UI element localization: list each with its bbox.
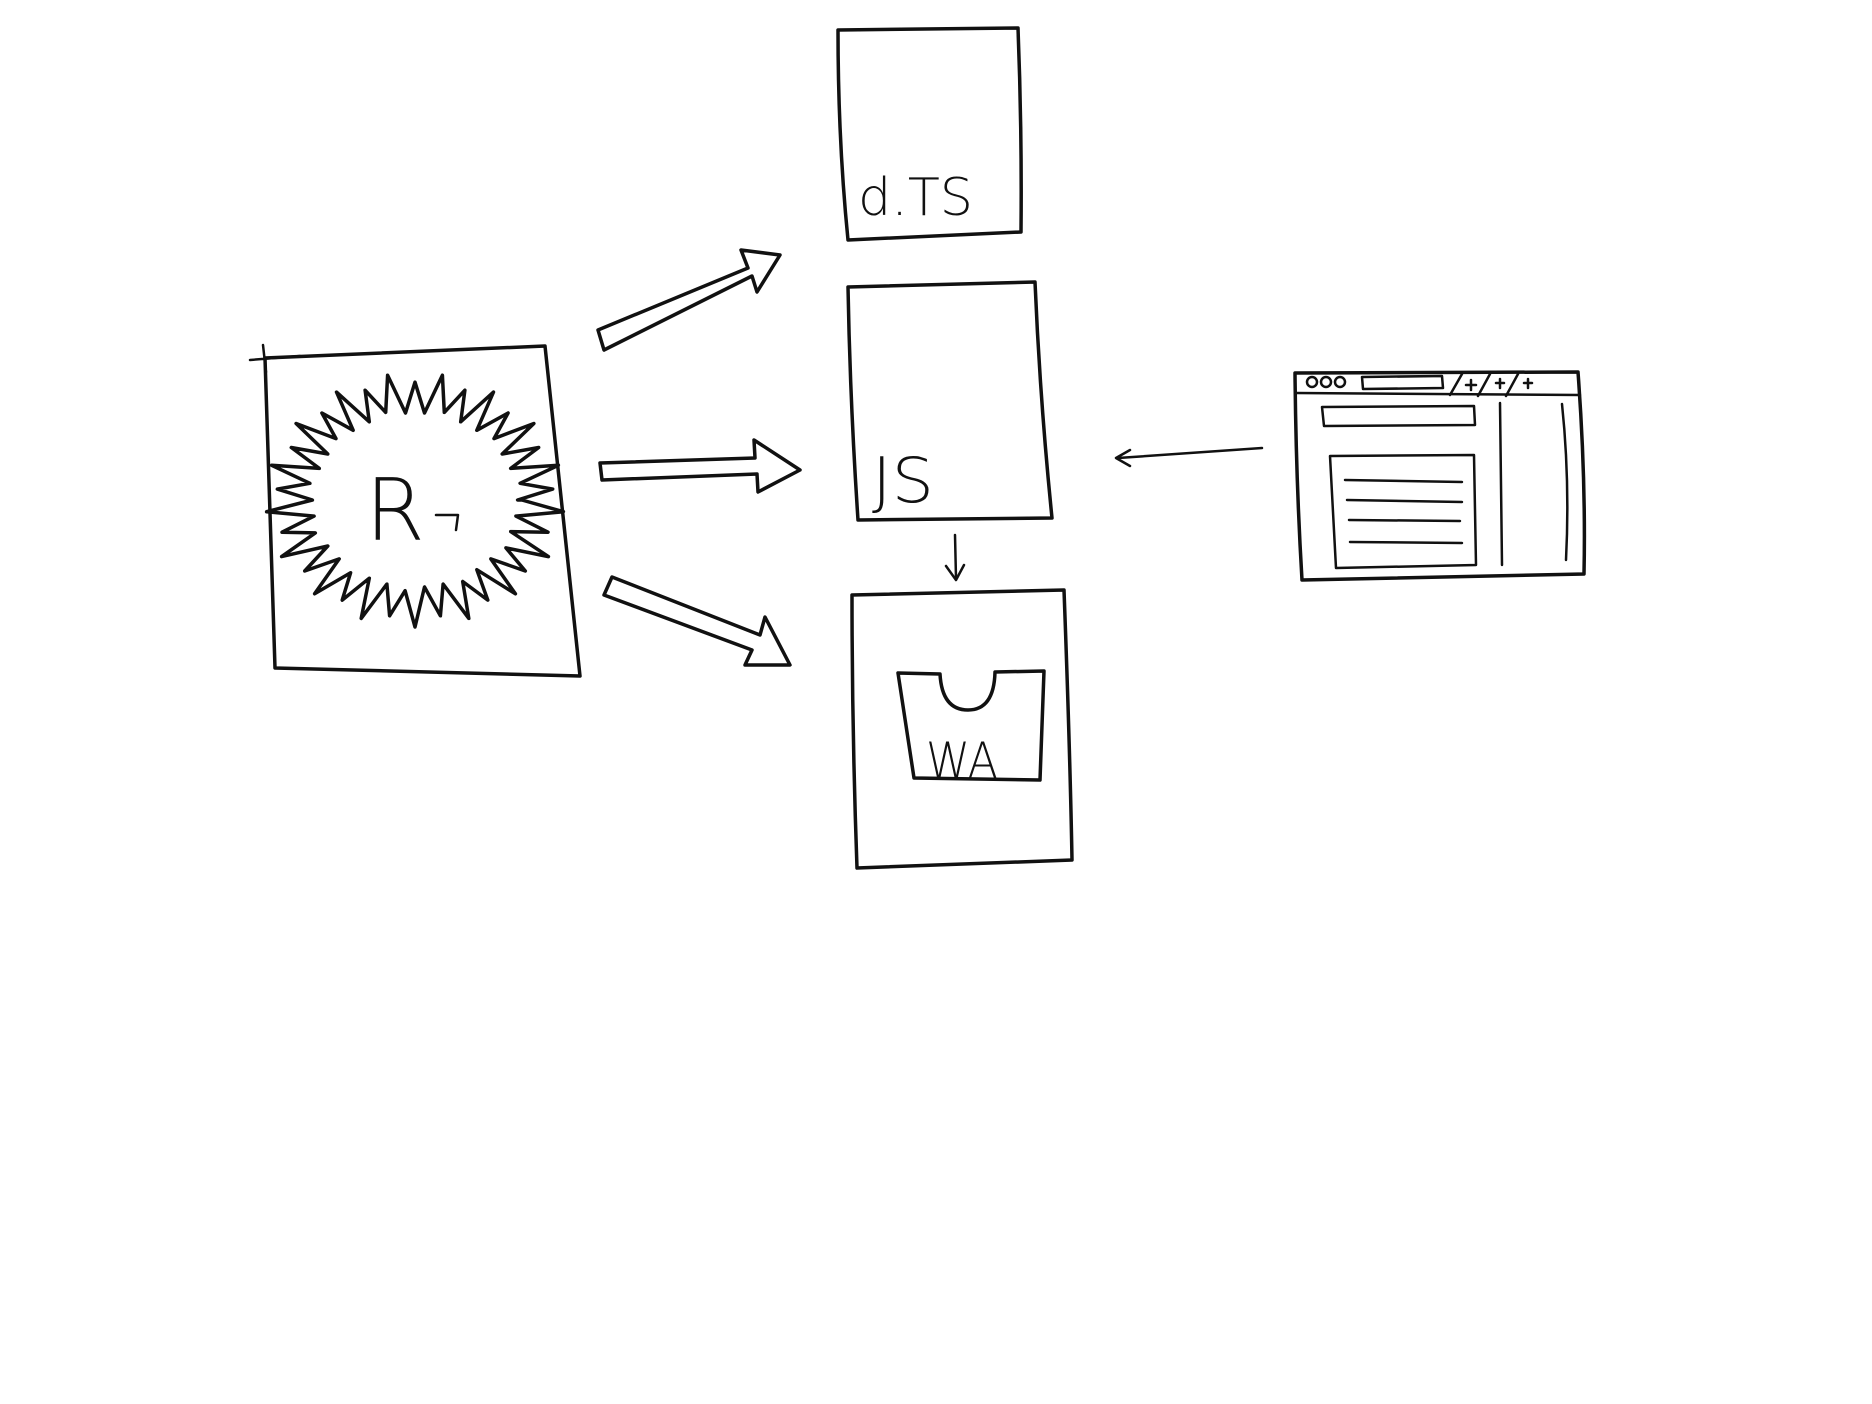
r-source-file: R (248, 343, 582, 678)
wasm-logo-icon: WA (896, 669, 1046, 790)
arrow-r-to-dts (596, 248, 782, 352)
js-file-label: JS (872, 444, 934, 517)
r-logo-icon: R (264, 373, 566, 629)
wasm-file: WA (850, 588, 1074, 870)
arrow-r-to-js (598, 438, 802, 494)
browser-window-icon (1293, 370, 1587, 582)
arrow-js-to-wasm (944, 533, 966, 582)
arrow-browser-to-js (1114, 446, 1264, 468)
arrow-r-to-wasm (602, 575, 792, 667)
wasm-logo-label: WA (926, 732, 998, 790)
r-logo-label: R (365, 461, 425, 561)
dts-file-label: d.TS (858, 168, 973, 228)
dts-file: d.TS (836, 26, 1023, 242)
js-file: JS (846, 280, 1054, 522)
